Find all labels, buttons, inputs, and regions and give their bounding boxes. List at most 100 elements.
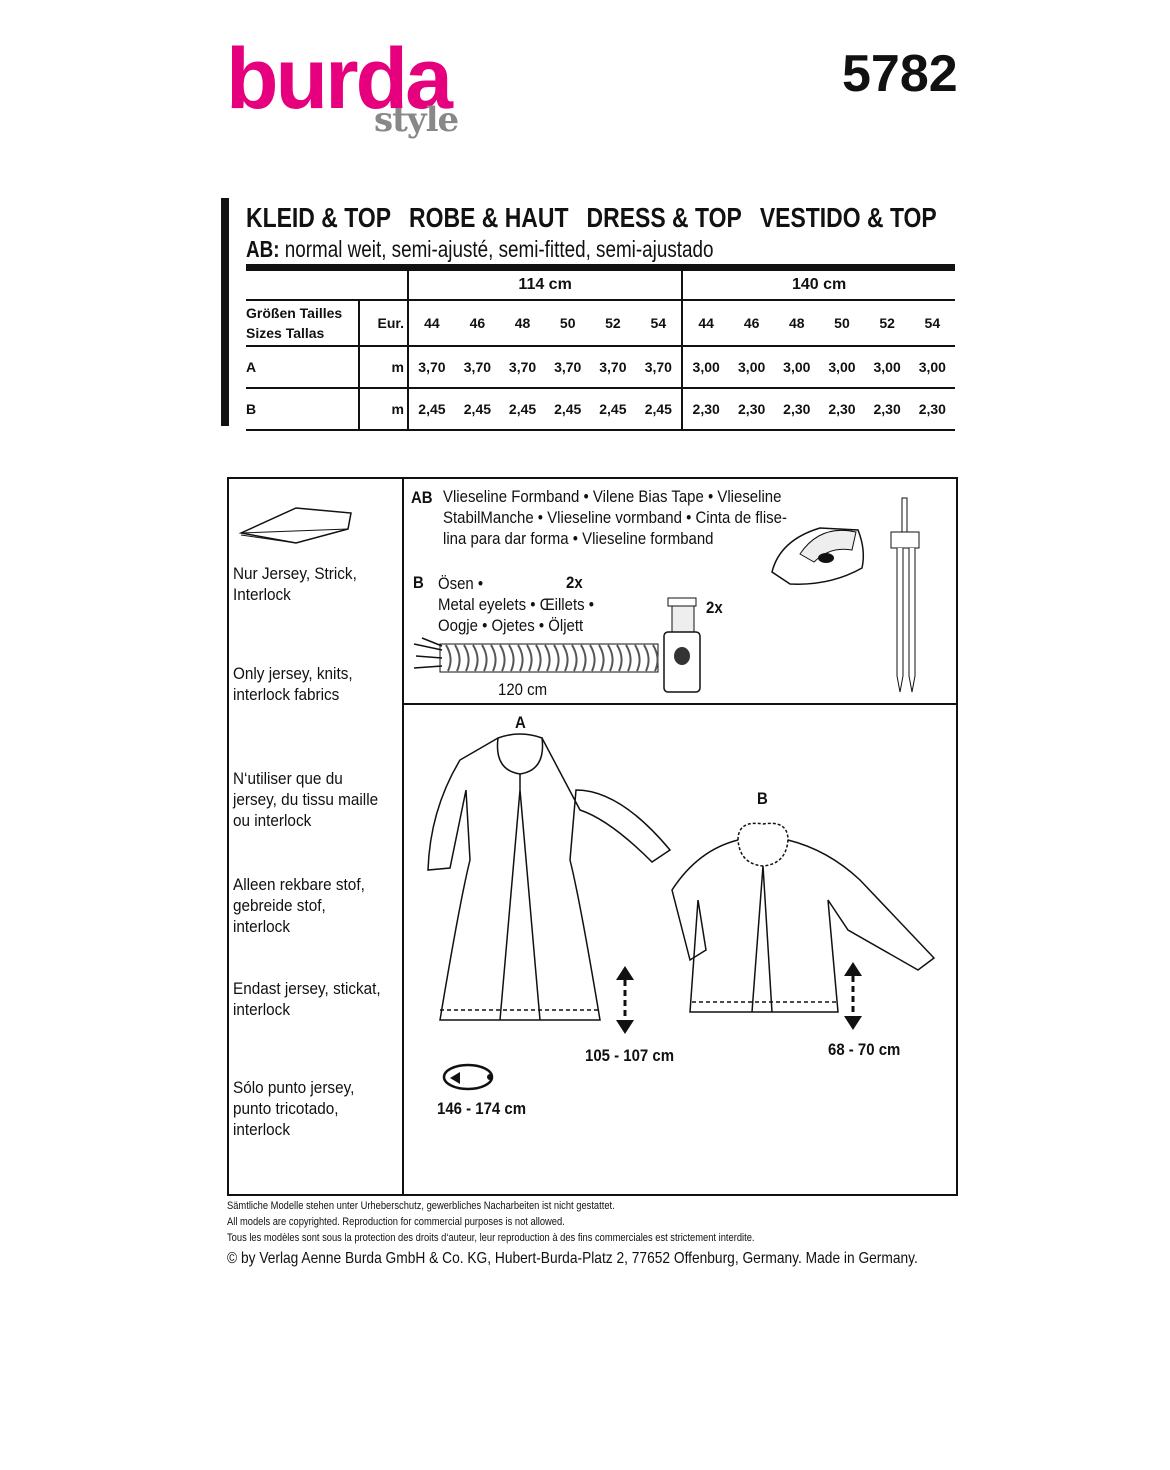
text-line: Nur Jersey, Strick, (233, 564, 357, 583)
text-line: Only jersey, knits, (233, 664, 353, 683)
fabric-bolt-icon (238, 507, 352, 544)
stopper-quantity: 2x (706, 598, 723, 617)
fabric-es: Sólo punto jersey,punto tricotado,interl… (233, 1077, 382, 1140)
cord-twist (463, 644, 470, 672)
notion-ab-text: Vlieseline Formband • Vilene Bias Tape •… (443, 486, 787, 549)
cord-twist (445, 644, 452, 672)
fit-text: normal weit, semi-ajusté, semi-fitted, s… (284, 236, 714, 262)
yardage-cell: 3,70 (545, 346, 591, 389)
cord-twist (454, 644, 461, 672)
size-cell: 48 (774, 300, 820, 347)
text-line: lina para dar forma • Vlieseline formban… (443, 529, 714, 548)
copyright-en: All models are copyrighted. Reproduction… (227, 1216, 565, 1228)
text-line: Alleen rekbare stof, (233, 875, 365, 894)
yardage-cell: 3,70 (407, 346, 455, 389)
size-cell: 50 (545, 300, 591, 347)
yardage-cell: 2,45 (454, 388, 500, 431)
unit-label: m (358, 346, 408, 389)
yardage-cell: 2,30 (729, 388, 775, 431)
yardage-cell: 2,45 (590, 388, 636, 431)
yardage-cell: 2,45 (407, 388, 455, 431)
yardage-cell: 3,00 (729, 346, 775, 389)
eur-label: Eur. (358, 300, 408, 347)
pattern-title: KLEID & TOP ROBE & HAUT DRESS & TOP VESTIDO… (246, 202, 955, 234)
copyright-de: Sämtliche Modelle stehen unter Urhebersc… (227, 1200, 615, 1212)
yardage-cell: 2,30 (819, 388, 865, 431)
text-line: interlock (233, 1120, 290, 1139)
yardage-cell: 3,00 (864, 346, 910, 389)
text-line: Endast jersey, stickat, (233, 979, 381, 998)
view-b-length: 68 - 70 cm (828, 1040, 901, 1059)
cord-twist (490, 644, 497, 672)
yardage-cell: 3,70 (590, 346, 636, 389)
divider (402, 477, 404, 1194)
cord-twist (643, 644, 650, 672)
title-es: VESTIDO & TOP (759, 202, 937, 233)
text-line: StabilManche • Vlieseline vormband • Cin… (443, 508, 787, 527)
cord-twist (580, 644, 587, 672)
info-box (227, 477, 958, 1196)
size-cell: 50 (819, 300, 865, 347)
table-row-a: A m 3,70 3,70 3,70 3,70 3,70 3,70 3,00 3… (246, 346, 955, 389)
copyright-fr: Tous les modèles sont sous la protection… (227, 1232, 755, 1244)
text-line: Vlieseline Formband • Vilene Bias Tape •… (443, 487, 782, 506)
iron-icon (771, 527, 865, 585)
title-de: KLEID & TOP (246, 202, 392, 233)
cord-twist (634, 644, 641, 672)
text-line: Interlock (233, 585, 291, 604)
yardage-cell: 2,30 (774, 388, 820, 431)
burda-logo: burda (226, 31, 453, 127)
cord-twist (472, 644, 479, 672)
yardage-cell: 3,70 (454, 346, 500, 389)
yardage-cell: 2,30 (681, 388, 730, 431)
length-arrow-icon (844, 962, 862, 1030)
twin-needle-icon (890, 497, 920, 693)
text-line: interlock (233, 917, 290, 936)
size-cell: 54 (909, 300, 955, 347)
accent-bar (221, 198, 229, 426)
yardage-cell: 2,45 (545, 388, 591, 431)
notion-ab-label: AB (411, 488, 433, 507)
size-cell: 52 (864, 300, 910, 347)
width-114: 114 cm (406, 264, 683, 301)
text-line: Sólo punto jersey, (233, 1078, 355, 1097)
cord-twist (616, 644, 623, 672)
title-en: DRESS & TOP (586, 202, 742, 233)
yardage-cell: 3,00 (909, 346, 955, 389)
fabric-en: Only jersey, knits, interlock fabrics (233, 663, 382, 705)
cord-twist (526, 644, 533, 672)
cord-twist (607, 644, 614, 672)
unit-label: m (358, 388, 408, 431)
text-line: interlock (233, 1000, 290, 1019)
cord-stopper-icon (663, 597, 701, 693)
yardage-cell: 3,00 (819, 346, 865, 389)
cord-twist (508, 644, 515, 672)
cord-length: 120 cm (498, 680, 548, 699)
text-line: interlock fabrics (233, 685, 340, 704)
cord-twist (544, 644, 551, 672)
cord-icon (413, 637, 659, 673)
text-line: N‘utiliser que du (233, 769, 343, 788)
length-arrow-icon (616, 966, 634, 1034)
title-fr: ROBE & HAUT (409, 202, 569, 233)
fabric-de: Nur Jersey, Strick, Interlock (233, 563, 382, 605)
size-cell: 46 (454, 300, 500, 347)
fit-description: AB: normal weit, semi-ajusté, semi-fitte… (246, 236, 713, 263)
yardage-cell: 2,30 (864, 388, 910, 431)
notion-b-text: Ösen •Metal eyelets • Œillets •Oogje • O… (438, 573, 594, 636)
text-line: gebreide stof, (233, 896, 326, 915)
view-a-width: 146 - 174 cm (437, 1099, 527, 1118)
text-line: Metal eyelets • Œillets • (438, 595, 594, 614)
cord-twist (517, 644, 524, 672)
view-a-length: 105 - 107 cm (585, 1046, 675, 1065)
text-line: Oogje • Ojetes • Öljett (438, 616, 584, 635)
cord-twist (562, 644, 569, 672)
fabric-nl: Alleen rekbare stof, gebreide stof, interl… (233, 874, 382, 937)
cord-twist (499, 644, 506, 672)
view-b-label: B (757, 789, 768, 808)
cord-twist (553, 644, 560, 672)
